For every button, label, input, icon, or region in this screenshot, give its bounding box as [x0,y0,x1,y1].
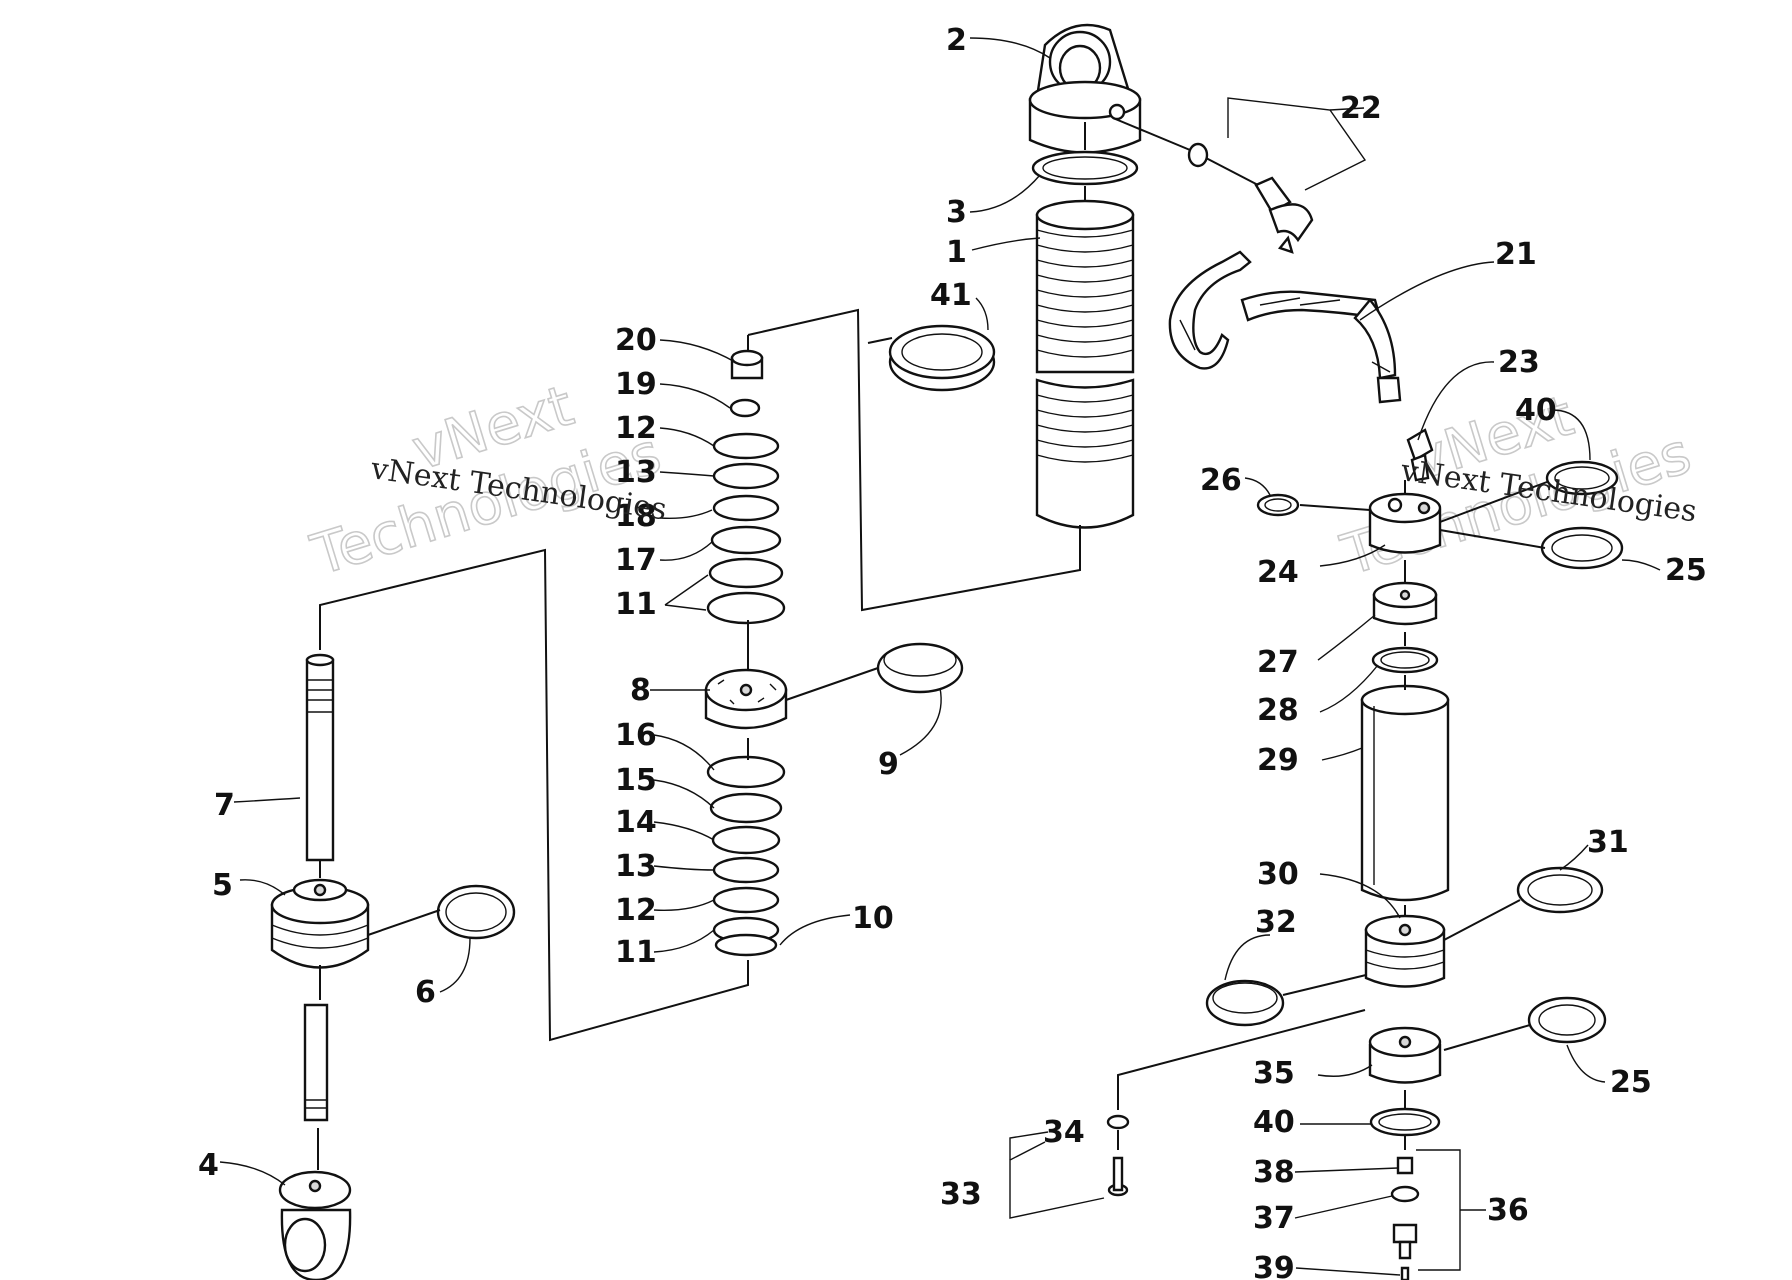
part-27-piston [1372,581,1438,626]
callout-33: 33 [940,1177,982,1212]
part-31-ring [1516,866,1604,914]
callout-21: 21 [1495,237,1537,272]
part-9-band [876,642,964,694]
part-3-ring [1031,150,1139,186]
callout-40-bottom: 40 [1253,1105,1295,1140]
part-25-ring-top [1540,526,1624,570]
shim-stack-upper [706,432,786,625]
callout-2: 2 [946,23,967,58]
shim-stack-lower [706,755,786,957]
callout-39: 39 [1253,1251,1295,1280]
callout-leaders [219,37,1661,1276]
callout-27: 27 [1257,645,1299,680]
part-35-bottom-cap [1368,1026,1442,1084]
part-5-seal-head [270,878,370,969]
part-26-o-ring [1256,493,1300,517]
part-8-piston [704,668,788,730]
callout-5: 5 [212,868,233,903]
callout-24: 24 [1257,555,1299,590]
part-24-reservoir-cap [1368,492,1442,554]
part-1-shock-body [1035,199,1135,529]
part-34-washer [1106,1114,1130,1130]
part-32-split-ring [1205,979,1285,1027]
callout-36: 36 [1487,1193,1529,1228]
callout-32: 32 [1255,905,1297,940]
part-23-elbow-fitting [1406,428,1434,482]
part-40-ring-top [1545,460,1619,496]
callout-9: 9 [878,747,899,782]
callout-31: 31 [1587,825,1629,860]
callout-20: 20 [615,323,657,358]
callout-10: 10 [852,901,894,936]
callout-6: 6 [415,975,436,1010]
callout-41: 41 [930,278,972,313]
part-2-eye-mount [1028,23,1142,154]
callout-11-top: 11 [615,587,657,622]
part-25-ring-bottom [1527,996,1607,1044]
shaft-lower [303,1003,329,1122]
callout-12-top: 12 [615,411,657,446]
callout-34: 34 [1043,1115,1085,1150]
callout-22: 22 [1340,91,1382,126]
callout-40-top: 40 [1515,393,1557,428]
callout-26: 26 [1200,463,1242,498]
part-7-shaft [305,653,335,862]
part-22-fitting-set [1187,142,1314,254]
part-33-screw [1107,1156,1129,1197]
callout-12-bottom: 12 [615,893,657,928]
callout-19: 19 [615,367,657,402]
callout-38: 38 [1253,1155,1295,1190]
part-29-reservoir-body [1360,684,1450,902]
callout-13-top: 13 [615,455,657,490]
part-41-spring-collar [888,324,996,392]
callout-numbers: 2 3 1 41 22 21 23 40 26 24 25 27 28 29 3… [198,23,1707,1280]
part-19-washer [729,398,761,418]
callout-13-bottom: 13 [615,849,657,884]
callout-8: 8 [630,673,651,708]
callout-7: 7 [214,788,235,823]
callout-18: 18 [615,499,657,534]
leader-lines [317,117,1548,1170]
callout-29: 29 [1257,743,1299,778]
callout-3: 3 [946,195,967,230]
callout-16: 16 [615,718,657,753]
part-36-valve-set [1390,1156,1420,1280]
callout-35: 35 [1253,1056,1295,1091]
callout-17: 17 [615,543,657,578]
callout-37: 37 [1253,1201,1295,1236]
part-21-hose [1168,250,1402,404]
part-28-o-ring [1371,646,1439,674]
callout-25-top: 25 [1665,553,1707,588]
part-30-end-cap [1364,914,1446,988]
callout-11-bottom: 11 [615,935,657,970]
part-4-eye [278,1170,352,1280]
callout-15: 15 [615,763,657,798]
callout-25-bottom: 25 [1610,1065,1652,1100]
callout-28: 28 [1257,693,1299,728]
callout-4: 4 [198,1148,219,1183]
callout-23: 23 [1498,345,1540,380]
part-20-nut [730,349,764,380]
callout-30: 30 [1257,857,1299,892]
callout-14: 14 [615,805,657,840]
callout-1: 1 [946,235,967,270]
part-40-ring-bottom [1369,1107,1441,1137]
part-6-ring [436,884,516,940]
